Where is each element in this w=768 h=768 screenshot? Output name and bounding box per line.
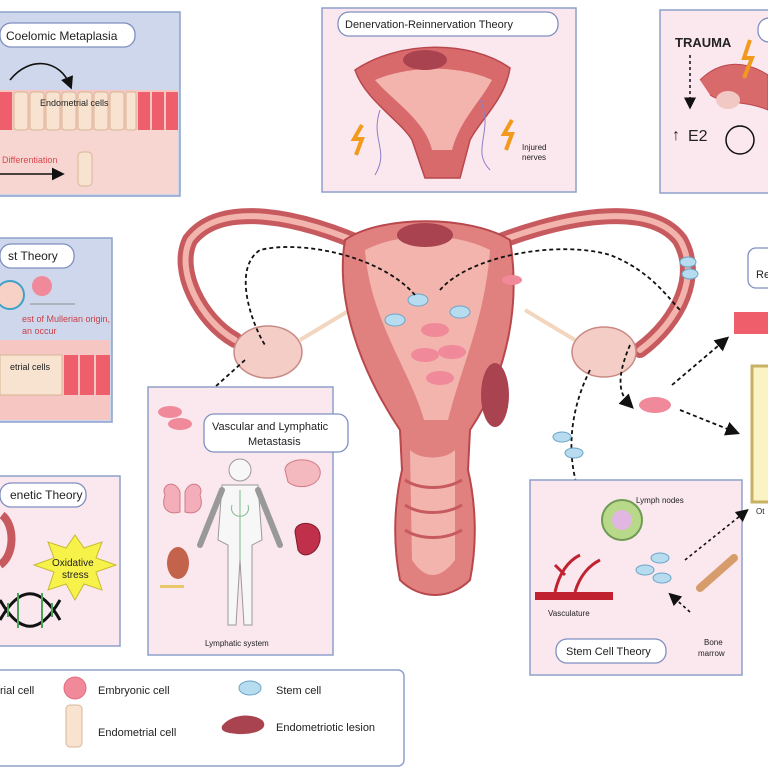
e2-label: E2 — [688, 128, 708, 145]
vascular-title-line1: Vascular and Lymphatic — [212, 421, 329, 433]
vascular-lymphatic-panel: Vascular and Lymphatic Metastasis Lympha… — [147, 386, 349, 656]
stem-cell-panel: Stem Cell Theory Lymph nodes Vasculature… — [529, 479, 749, 676]
genetic-theory-title: enetic Theory — [10, 488, 83, 502]
right-re-label: Re — [756, 269, 768, 281]
trauma-label: TRAUMA — [675, 35, 732, 50]
legend: rial cell Embryonic cell Stem cell Endom… — [0, 669, 405, 767]
uterus-illustration — [177, 208, 741, 596]
endometrial-cells-label: Endometrial cells — [40, 98, 109, 108]
endometrial-cell-row — [0, 91, 178, 131]
denervation-title: Denervation-Reinnervation Theory — [345, 19, 513, 31]
svg-text:rial cell: rial cell — [0, 685, 34, 697]
vasculature-label: Vasculature — [548, 609, 590, 618]
mullerian-rest-panel: st Theory est of Mullerian origin, an oc… — [0, 237, 113, 423]
differentiation-label: Differentiation — [2, 155, 57, 165]
genetic-theory-panel: enetic Theory Oxidative stress — [0, 475, 121, 647]
e2-arrow: ↑ — [672, 127, 680, 144]
coelomic-title: Coelomic Metaplasia — [6, 29, 118, 43]
svg-text:Embryonic cell: Embryonic cell — [98, 685, 170, 697]
lymph-nodes-label: Lymph nodes — [636, 496, 684, 505]
oxidative-stress-line1: Oxidative — [52, 558, 94, 569]
stem-cell-title: Stem Cell Theory — [566, 646, 651, 658]
rest-line2: an occur — [22, 326, 57, 336]
legend-item-endometriotic-lesion: Endometriotic lesion — [221, 715, 375, 735]
svg-text:Endometrial cell: Endometrial cell — [98, 727, 176, 739]
denervation-panel: Denervation-Reinnervation Theory Injured… — [321, 7, 577, 193]
rest-cells-label: etrial cells — [10, 362, 51, 372]
right-ot-label: Ot — [756, 507, 765, 516]
rest-line1: est of Mullerian origin, — [22, 314, 110, 324]
svg-text:Stem cell: Stem cell — [276, 685, 321, 697]
injured-nerves-label: Injured nerves — [522, 143, 549, 162]
svg-text:Endometriotic lesion: Endometriotic lesion — [276, 722, 375, 734]
coelomic-metaplasia-panel: Coelomic Metaplasia Endometrial cells Di… — [0, 11, 181, 197]
legend-item-stem-cell: Stem cell — [238, 680, 321, 697]
lymphatic-system-label: Lymphatic system — [205, 639, 269, 648]
right-partial-panels: Re Ot — [734, 247, 768, 516]
oxidative-stress-line2: stress — [62, 570, 89, 581]
legend-item-embryonic-cell: Embryonic cell — [63, 676, 170, 700]
trauma-panel: TRAUMA ↑ E2 — [659, 9, 768, 194]
vascular-title-line2: Metastasis — [248, 436, 301, 448]
legend-item-epithelial-cell: rial cell — [0, 685, 34, 697]
bone-marrow-line2: marrow — [698, 649, 725, 658]
oxidative-stress-burst — [32, 534, 118, 602]
rest-theory-title: st Theory — [8, 249, 58, 263]
legend-item-endometrial-cell: Endometrial cell — [65, 704, 176, 748]
bone-marrow-line1: Bone — [704, 638, 723, 647]
